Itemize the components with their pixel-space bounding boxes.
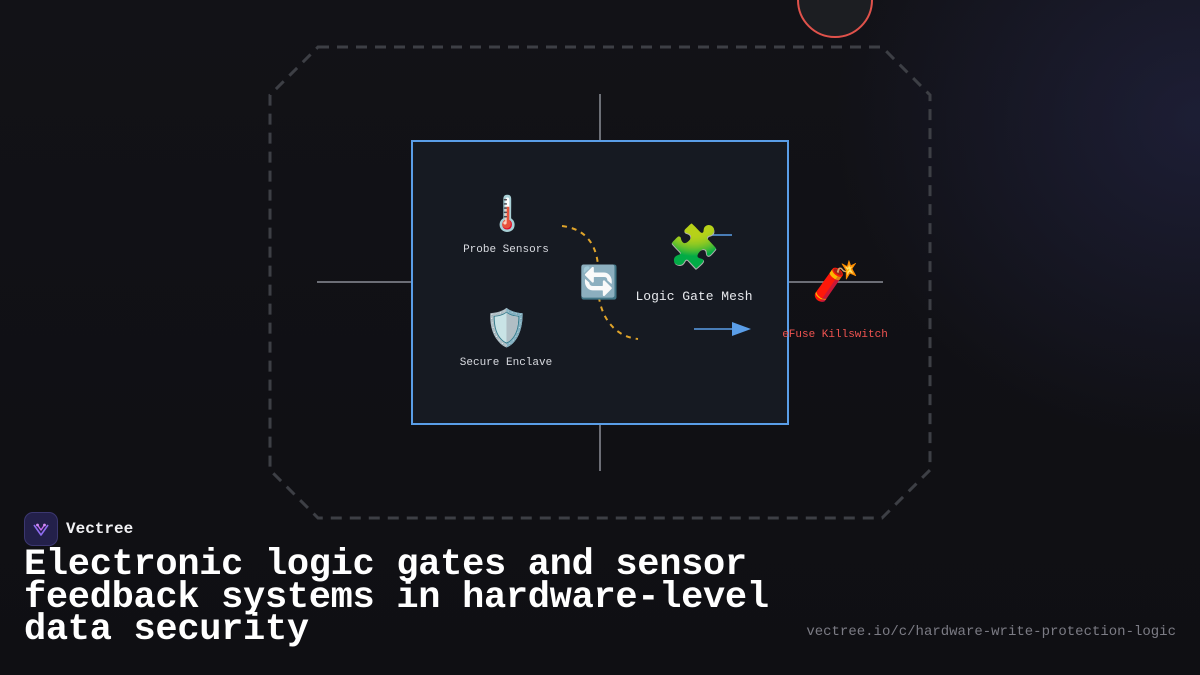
probe-sensors-label: Probe Sensors — [463, 244, 549, 256]
thermometer-icon: 🌡️ — [486, 194, 529, 234]
puzzle-piece-icon: 🧩 — [668, 222, 721, 271]
module-box — [411, 140, 789, 425]
brand: Vectree — [24, 512, 133, 546]
secure-enclave-label: Secure Enclave — [459, 357, 553, 369]
source-url[interactable]: vectree.io/c/hardware-write-protection-l… — [806, 624, 1176, 640]
efuse-killswitch-label: eFuse Killswitch — [782, 329, 888, 341]
firecracker-icon: 🧨 — [812, 259, 860, 303]
refresh-arrows-icon: 🔄 — [579, 263, 619, 301]
brand-name: Vectree — [66, 520, 134, 538]
alarm-circle — [797, 0, 873, 38]
page-title: Electronic logic gates and sensor feedba… — [24, 544, 769, 651]
shield-icon: 🛡️ — [484, 308, 529, 349]
killswitch-arrow-head — [732, 322, 751, 336]
feedback-arc — [561, 225, 639, 340]
enclosure-octagon — [268, 45, 932, 520]
logic-gate-mesh-label: Logic Gate Mesh — [635, 289, 753, 304]
vectree-logo-icon — [24, 512, 58, 546]
